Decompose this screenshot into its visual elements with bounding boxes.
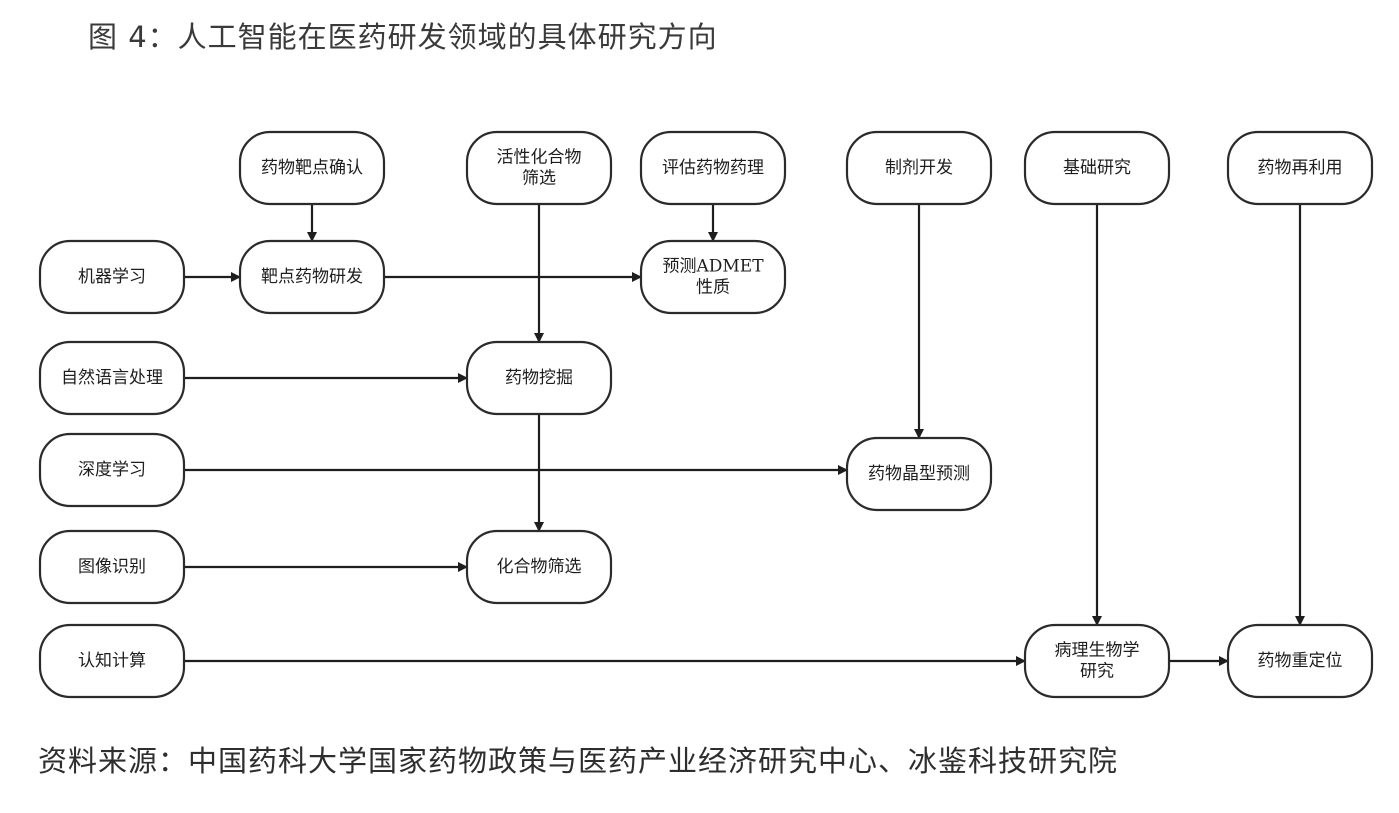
node-label: 活性化合物 — [497, 148, 582, 168]
node-compound-screen: 化合物筛选 — [465, 529, 613, 605]
node-label: 机器学习 — [78, 267, 146, 287]
node-drug-mining: 药物挖掘 — [465, 340, 613, 416]
node-label: 预测ADMET — [662, 257, 764, 277]
node-label: 药物挖掘 — [505, 368, 573, 388]
node-box — [465, 529, 613, 605]
node-label: 制剂开发 — [885, 158, 953, 178]
node-box — [639, 239, 787, 315]
node-label: 性质 — [696, 278, 730, 298]
node-box — [38, 340, 186, 416]
node-box — [1226, 623, 1374, 699]
node-box — [1226, 130, 1374, 206]
node-box — [38, 432, 186, 508]
node-box — [1023, 130, 1171, 206]
node-label: 自然语言处理 — [61, 368, 163, 388]
node-box — [38, 623, 186, 699]
node-crystal-pred: 药物晶型预测 — [845, 436, 993, 512]
node-box — [238, 130, 386, 206]
node-label: 靶点药物研发 — [261, 267, 363, 287]
node-box — [639, 130, 787, 206]
node-box — [465, 340, 613, 416]
node-label: 研究 — [1080, 662, 1114, 682]
node-deep-learning: 深度学习 — [38, 432, 186, 508]
source-note: 资料来源：中国药科大学国家药物政策与医药产业经济研究中心、冰鉴科技研究院 — [38, 744, 1119, 778]
node-label: 药物晶型预测 — [868, 464, 970, 484]
node-target-drug-dev: 靶点药物研发 — [238, 239, 386, 315]
node-formulation: 制剂开发 — [845, 130, 993, 206]
node-label: 药物重定位 — [1258, 651, 1343, 671]
node-label: 基础研究 — [1063, 158, 1131, 178]
edges-layer — [184, 204, 1305, 666]
node-label: 深度学习 — [78, 460, 146, 480]
figure-title: 图 4：人工智能在医药研发领域的具体研究方向 — [88, 20, 718, 54]
node-box — [1023, 623, 1171, 699]
node-box — [38, 529, 186, 605]
node-box — [465, 130, 613, 206]
node-label: 病理生物学 — [1055, 641, 1140, 661]
node-label: 化合物筛选 — [497, 557, 582, 577]
node-nlp: 自然语言处理 — [38, 340, 186, 416]
node-label: 药物靶点确认 — [261, 158, 363, 178]
node-box — [845, 436, 993, 512]
node-label: 筛选 — [522, 169, 556, 189]
node-machine-learning: 机器学习 — [38, 239, 186, 315]
node-cognitive: 认知计算 — [38, 623, 186, 699]
node-box — [845, 130, 993, 206]
node-label: 认知计算 — [78, 651, 146, 671]
node-basic-research: 基础研究 — [1023, 130, 1171, 206]
node-eval-pharm: 评估药物药理 — [639, 130, 787, 206]
node-drug-reuse: 药物再利用 — [1226, 130, 1374, 206]
node-label: 图像识别 — [78, 557, 146, 577]
node-repositioning: 药物重定位 — [1226, 623, 1374, 699]
node-box — [38, 239, 186, 315]
node-label: 药物再利用 — [1258, 158, 1343, 178]
node-target-confirm: 药物靶点确认 — [238, 130, 386, 206]
node-box — [238, 239, 386, 315]
node-image-recog: 图像识别 — [38, 529, 186, 605]
node-label: 评估药物药理 — [662, 158, 764, 178]
